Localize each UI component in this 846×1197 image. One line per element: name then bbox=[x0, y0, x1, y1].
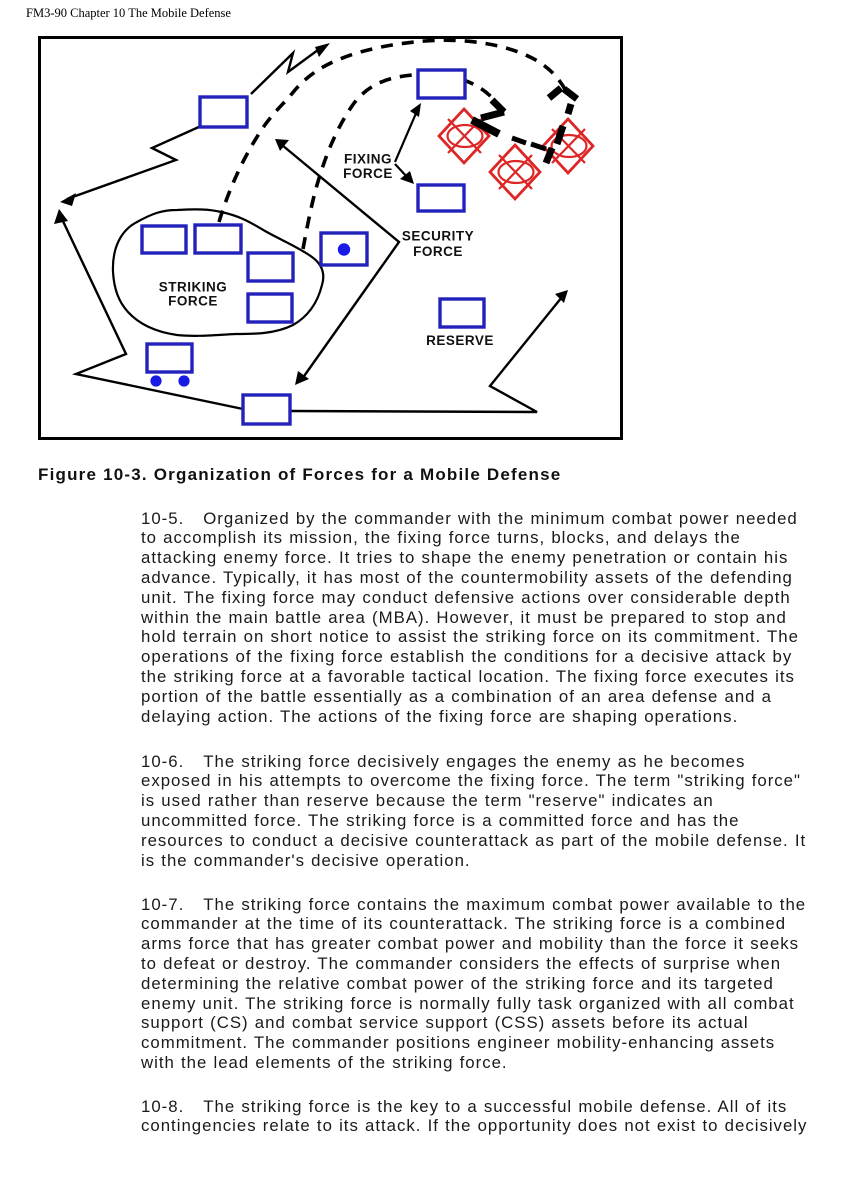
svg-text:FIXING: FIXING bbox=[344, 152, 392, 167]
svg-text:FORCE: FORCE bbox=[168, 294, 218, 309]
svg-text:SECURITY: SECURITY bbox=[402, 229, 474, 244]
svg-text:RESERVE: RESERVE bbox=[426, 333, 494, 348]
svg-text:STRIKING: STRIKING bbox=[159, 280, 228, 295]
svg-text:FORCE: FORCE bbox=[343, 166, 393, 181]
svg-text:FORCE: FORCE bbox=[413, 244, 463, 259]
